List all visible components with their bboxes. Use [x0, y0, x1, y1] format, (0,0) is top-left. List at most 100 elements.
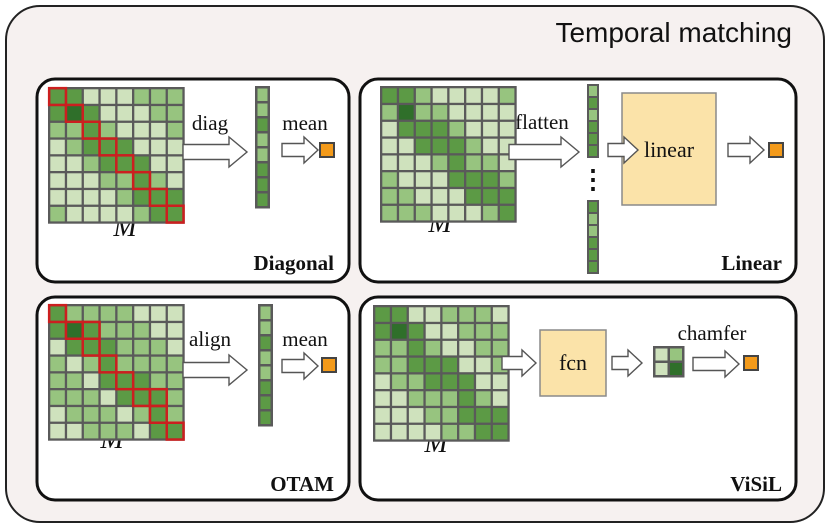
highlighted-cell — [131, 170, 152, 191]
vector-cell — [589, 98, 597, 108]
matrix-cell — [67, 156, 82, 171]
matrix-cell — [466, 121, 481, 137]
matrix-cell — [408, 408, 424, 423]
matrix-cell — [425, 357, 441, 373]
matrix-cell — [100, 156, 116, 171]
matrix-cell — [117, 139, 132, 155]
vector-cell — [257, 133, 268, 146]
matrix-cell — [425, 324, 441, 339]
matrix-cell — [483, 172, 498, 187]
matrix-cell — [483, 121, 498, 137]
matrix-cell — [50, 323, 65, 338]
matrix-cell — [392, 307, 407, 322]
matrix-cell — [459, 408, 474, 423]
matrix-cell — [134, 106, 149, 121]
matrix-cell — [442, 357, 457, 373]
panel-name-diagonal: Diagonal — [253, 251, 334, 275]
matrix-cell — [83, 89, 99, 104]
arrow-linear-out — [727, 135, 766, 165]
matrix-cell — [382, 155, 397, 170]
matrix-cell — [117, 407, 132, 422]
op-label-flatten: flatten — [515, 110, 569, 134]
matrix-cell — [476, 408, 491, 423]
matrix-cell — [134, 206, 149, 222]
matrix-cell — [392, 408, 407, 423]
matrix-cell — [151, 323, 166, 338]
matrix-cell — [167, 323, 183, 338]
matrix-cell — [483, 88, 498, 103]
matrix-cell — [117, 339, 132, 355]
matrix-cell — [392, 424, 407, 440]
matrix-cell — [375, 307, 390, 322]
vector-cell — [257, 178, 268, 191]
matrix-cell — [442, 340, 457, 356]
matrix-cell — [432, 189, 448, 204]
matrix-cell — [449, 105, 464, 120]
matrix-cell — [50, 373, 65, 388]
agg-label-diagonal-mean: mean — [282, 111, 328, 135]
matrix-cell — [408, 374, 424, 389]
highlighted-cell — [165, 421, 185, 441]
matrix-cell — [382, 121, 397, 137]
matrix-cell — [50, 390, 65, 405]
highlighted-cell — [148, 187, 168, 207]
matrix-cell — [483, 105, 498, 120]
matrix-cell — [67, 122, 82, 138]
fcn-label: fcn — [559, 350, 587, 375]
matrix-cell — [67, 423, 82, 439]
vector-cell — [589, 226, 597, 236]
matrix-cell — [117, 390, 132, 405]
matrix-cell — [432, 138, 448, 154]
matrix-cell — [382, 88, 397, 103]
matrix-cell — [415, 155, 431, 170]
vector-cell — [260, 381, 271, 394]
matrix-cell — [408, 391, 424, 406]
matrix-cell — [167, 339, 183, 355]
highlighted-cell — [81, 120, 101, 140]
matrix-cell — [83, 339, 99, 355]
matrix-cell — [100, 306, 116, 321]
matrix-cell — [50, 173, 65, 188]
matrix-cell — [466, 88, 481, 103]
matrix-cell — [483, 205, 498, 221]
matrix-cell — [167, 423, 183, 439]
matrix-cell — [408, 340, 424, 356]
matrix-cell — [50, 139, 65, 155]
arrow-diag — [182, 135, 249, 169]
op-label-diag: diag — [192, 111, 229, 135]
matrix-cell — [117, 423, 132, 439]
highlighted-cell — [148, 404, 168, 425]
matrix-cell — [151, 390, 166, 405]
matrix-cell — [117, 323, 132, 338]
vector-cell — [260, 411, 271, 424]
matrix-cell — [117, 106, 132, 121]
similarity-matrix-otam — [47, 303, 185, 441]
matrix-cell — [375, 324, 390, 339]
matrix-cell — [134, 190, 149, 205]
vector-cell — [589, 214, 597, 224]
matrix-cell — [67, 173, 82, 188]
matrix-cell — [466, 138, 481, 154]
matrix-cell — [67, 190, 82, 205]
matrix-cell — [459, 391, 474, 406]
matrix-cell — [67, 356, 82, 372]
matrix-cell — [459, 374, 474, 389]
matrix-cell — [83, 122, 99, 138]
matrix-cell — [425, 391, 441, 406]
matrix-cell — [459, 424, 474, 440]
matrix-cell — [100, 206, 116, 222]
matrix-cell — [67, 106, 82, 121]
matrix-cell — [134, 423, 149, 439]
matrix-cell — [499, 105, 515, 120]
vector-cell — [260, 336, 271, 349]
matrix-cell — [476, 357, 491, 373]
matrix-cell — [151, 356, 166, 372]
matrix-cell — [100, 106, 116, 121]
matrix-cell — [466, 189, 481, 204]
matrix-cell — [117, 356, 132, 372]
diagram-title: Temporal matching — [555, 17, 792, 48]
matrix-cell — [399, 138, 414, 154]
matrix-cell — [50, 122, 65, 138]
flatten-ellipsis: ⋮ — [580, 165, 606, 194]
